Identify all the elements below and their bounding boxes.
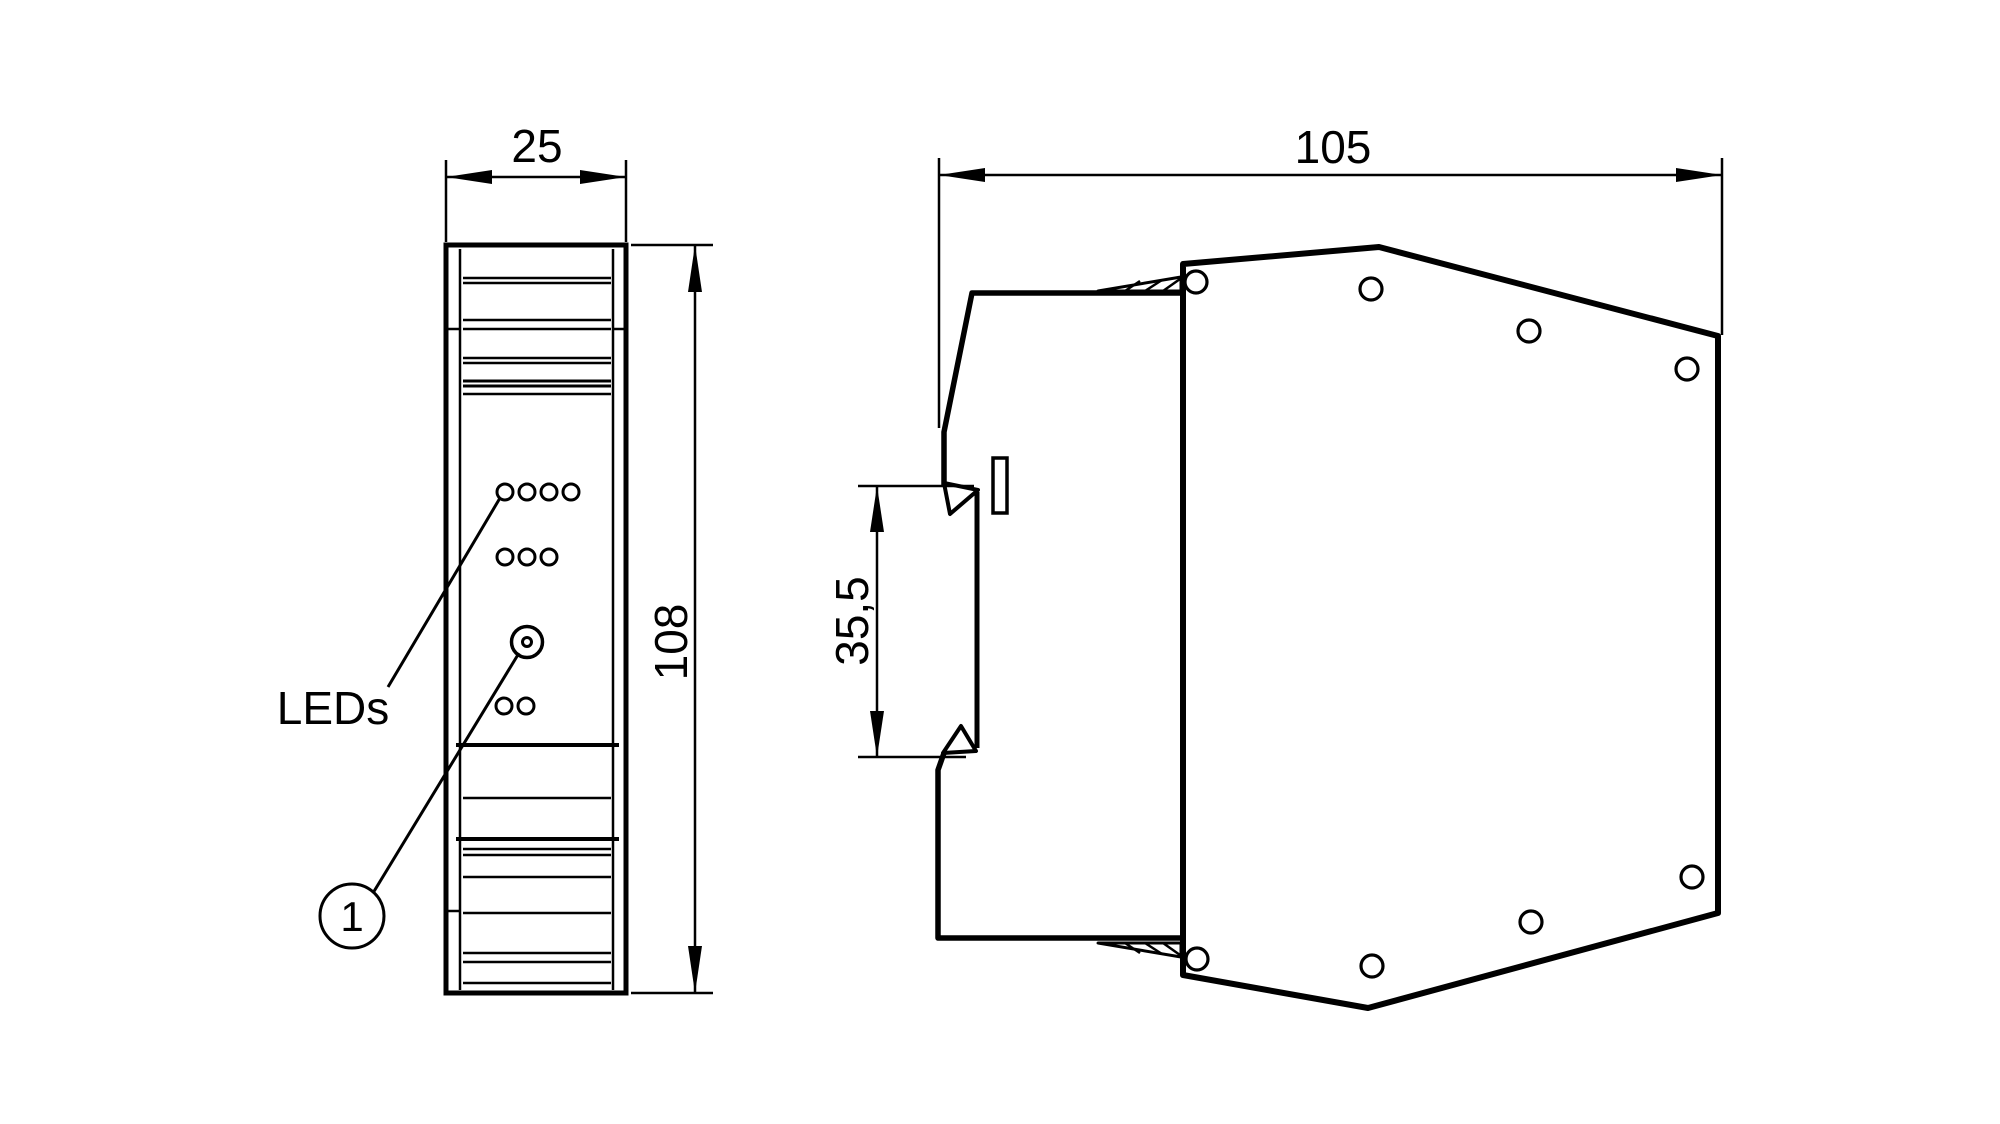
arrowhead-right bbox=[580, 170, 626, 184]
hatch-line bbox=[1162, 941, 1181, 957]
arrowhead-right bbox=[1676, 168, 1722, 182]
leds-leader-line bbox=[386, 497, 502, 688]
hatch-line bbox=[1124, 279, 1141, 293]
height-dim-label: 108 bbox=[645, 604, 697, 681]
front-terminal-lines-bottom bbox=[446, 743, 619, 985]
front-housing-outline bbox=[443, 242, 629, 996]
led-indicator bbox=[494, 696, 514, 716]
hatch-line bbox=[1124, 941, 1141, 955]
screw-hole bbox=[1516, 318, 1542, 344]
latch-wedge bbox=[1096, 941, 1183, 959]
side-housing-outline bbox=[1180, 244, 1721, 1011]
din-clip-bottom-hook bbox=[941, 724, 978, 755]
mounting-slot bbox=[991, 456, 1009, 515]
led-row-top bbox=[495, 482, 581, 502]
screw-hole bbox=[1674, 356, 1700, 382]
led-indicator bbox=[539, 482, 559, 502]
screw-hole bbox=[1679, 864, 1705, 890]
depth-dim-label: 105 bbox=[1295, 121, 1372, 173]
din-clip-bottom-tab bbox=[935, 752, 1183, 941]
din-clip-top-hook bbox=[942, 481, 980, 516]
hatch-line bbox=[1144, 278, 1163, 293]
button-leader-line bbox=[371, 652, 521, 894]
width-dim-label: 25 bbox=[511, 120, 562, 172]
leds-label: LEDs bbox=[277, 682, 389, 734]
latch-hatch-top bbox=[1096, 275, 1183, 293]
arrowhead-left bbox=[939, 168, 985, 182]
led-indicator bbox=[495, 547, 515, 567]
front-terminal-lines-top bbox=[446, 276, 626, 396]
screw-hole bbox=[1184, 946, 1210, 972]
led-indicator bbox=[539, 547, 559, 567]
din-clip-top-bracket bbox=[941, 290, 1183, 487]
depth-dimension bbox=[937, 158, 1724, 428]
led-indicator bbox=[517, 482, 537, 502]
latch-hatch-bottom bbox=[1096, 941, 1183, 959]
callout-1-label: 1 bbox=[340, 893, 363, 940]
screw-holes bbox=[1183, 269, 1705, 979]
height-dimension bbox=[631, 243, 713, 995]
front-view bbox=[318, 160, 713, 996]
arrowhead-down bbox=[870, 711, 884, 757]
led-indicator bbox=[516, 696, 536, 716]
led-indicator bbox=[561, 482, 581, 502]
hatch-line bbox=[1144, 941, 1163, 956]
arrowhead-down bbox=[688, 946, 702, 993]
led-indicator bbox=[517, 547, 537, 567]
arrowhead-up bbox=[688, 245, 702, 292]
side-view bbox=[858, 158, 1724, 1011]
screw-hole bbox=[1359, 953, 1385, 979]
width-dimension bbox=[444, 160, 628, 242]
adjustment-button-inner bbox=[521, 636, 533, 648]
screw-hole bbox=[1358, 276, 1384, 302]
latch-wedge bbox=[1096, 275, 1183, 293]
rail-dim-label: 35,5 bbox=[826, 576, 878, 666]
hatch-line bbox=[1162, 277, 1181, 293]
led-row-middle bbox=[495, 547, 559, 567]
rail-height-dimension bbox=[858, 484, 974, 759]
screw-hole bbox=[1183, 269, 1209, 295]
arrowhead-left bbox=[446, 170, 492, 184]
screw-hole bbox=[1518, 909, 1544, 935]
led-indicator bbox=[495, 482, 515, 502]
callout-1-circle bbox=[318, 882, 386, 950]
arrowhead-up bbox=[870, 486, 884, 532]
led-row-bottom bbox=[494, 696, 536, 716]
